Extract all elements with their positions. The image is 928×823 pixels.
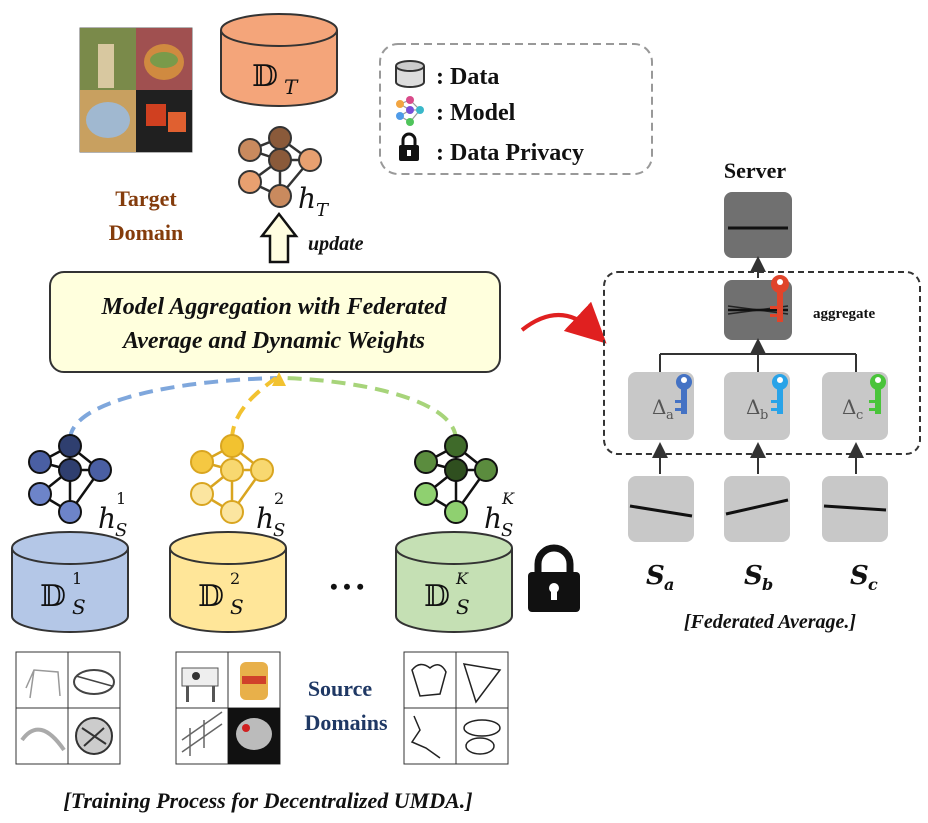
target-model-symbol: h	[298, 182, 316, 215]
delta-c-box: Δ c	[822, 372, 888, 440]
source-domains-label-line1: Source	[308, 676, 373, 701]
target-dataset-subscript: T	[284, 75, 299, 99]
aggregation-dashed-frame	[603, 271, 921, 455]
blue-key-icon	[675, 374, 692, 414]
delta-a-box: Δ a	[628, 372, 694, 440]
legend-privacy-label: : Data Privacy	[436, 140, 584, 166]
svg-text:2: 2	[274, 489, 284, 508]
client-b-label: S b	[744, 561, 773, 594]
source-3-dataset-cylinder: 𝔻 K S	[395, 531, 513, 633]
uplink-source-1	[68, 376, 279, 441]
target-model-network	[238, 126, 322, 208]
svg-text:S: S	[273, 520, 285, 541]
target-image-grid	[79, 27, 193, 153]
ellipsis: • • •	[330, 574, 364, 599]
svg-text:2: 2	[230, 569, 240, 588]
legend-model-icon	[396, 96, 424, 126]
svg-text:S: S	[72, 595, 86, 619]
svg-text:a: a	[666, 408, 674, 423]
client-a-label: S a	[646, 561, 674, 594]
svg-text:𝔻: 𝔻	[198, 579, 224, 614]
red-key-icon	[770, 275, 789, 322]
svg-text:K: K	[455, 569, 469, 588]
svg-text:K: K	[501, 489, 515, 508]
source-1-image-grid	[15, 651, 121, 765]
svg-text:c: c	[868, 575, 878, 594]
client-c-box	[822, 476, 888, 542]
source-1-model-label: h 1 S	[98, 489, 127, 541]
legend-lock-icon	[399, 132, 419, 161]
svg-text:1: 1	[116, 489, 126, 508]
caption-left: [Training Process for Decentralized UMDA…	[63, 788, 472, 813]
svg-text:1: 1	[72, 569, 82, 588]
legend-model-label: : Model	[436, 100, 516, 126]
aggregate-tree-lines	[659, 353, 857, 372]
svg-text:b: b	[762, 575, 773, 594]
source-1-dataset-cylinder: 𝔻 1 S	[11, 531, 129, 633]
source-3-image-grid	[403, 651, 509, 765]
cyan-key-icon	[771, 374, 788, 414]
update-label: update	[308, 233, 364, 255]
svg-text:h: h	[256, 502, 274, 535]
svg-text:S: S	[744, 561, 763, 591]
client-a-box	[628, 476, 694, 542]
svg-text:h: h	[484, 502, 502, 535]
svg-text:c: c	[856, 408, 863, 423]
green-key-icon	[869, 374, 886, 414]
svg-text:h: h	[98, 502, 116, 535]
update-arrow	[259, 211, 299, 264]
source-domains-label-line2: Domains	[304, 710, 388, 735]
client-b-box	[724, 476, 790, 542]
svg-text:S: S	[850, 561, 869, 591]
uplink-arrowhead	[272, 372, 286, 386]
svg-text:a: a	[664, 575, 674, 594]
target-dataset-cylinder: 𝔻 T	[220, 13, 338, 107]
svg-text:S: S	[115, 520, 127, 541]
fedavg-link-arrow	[520, 301, 607, 344]
svg-text:Δ: Δ	[842, 395, 856, 419]
server-box	[724, 192, 792, 258]
svg-text:𝔻: 𝔻	[424, 579, 450, 614]
client-c-label: S c	[850, 561, 878, 594]
aggregation-line1: Model Aggregation with Federated	[100, 294, 447, 320]
svg-text:S: S	[646, 561, 665, 591]
svg-text:b: b	[760, 408, 768, 423]
source-2-model-network	[190, 434, 274, 524]
source-2-image-grid	[175, 651, 281, 765]
privacy-lock-icon	[528, 544, 580, 612]
svg-text:S: S	[501, 520, 513, 541]
target-model-subscript: T	[316, 200, 330, 221]
source-2-model-label: h 2 S	[256, 489, 285, 541]
source-3-model-label: h K S	[484, 489, 515, 541]
source-1-model-network	[28, 434, 112, 524]
svg-text:𝔻: 𝔻	[40, 579, 66, 614]
svg-text:Δ: Δ	[652, 395, 666, 419]
target-domain-label-line1: Target	[115, 186, 177, 211]
legend-box: : Data : Model : Data Privacy	[379, 43, 653, 175]
caption-right: [Federated Average.]	[684, 611, 856, 633]
aggregation-line2: Average and Dynamic Weights	[121, 328, 425, 354]
uplink-source-3	[281, 376, 458, 441]
legend-data-icon	[395, 60, 425, 88]
legend-data-label: : Data	[436, 64, 499, 90]
svg-text:S: S	[230, 595, 244, 619]
aggregate-label: aggregate	[813, 306, 876, 322]
svg-text:Δ: Δ	[746, 395, 760, 419]
source-2-dataset-cylinder: 𝔻 2 S	[169, 531, 287, 633]
aggregation-box: Model Aggregation with Federated Average…	[49, 271, 501, 373]
server-label: Server	[724, 158, 787, 183]
uplink-source-2	[230, 376, 278, 441]
source-3-model-network	[414, 434, 498, 524]
target-dataset-symbol: 𝔻	[252, 59, 278, 94]
svg-text:S: S	[456, 595, 470, 619]
delta-b-box: Δ b	[724, 372, 790, 440]
target-domain-label-line2: Domain	[109, 220, 184, 245]
